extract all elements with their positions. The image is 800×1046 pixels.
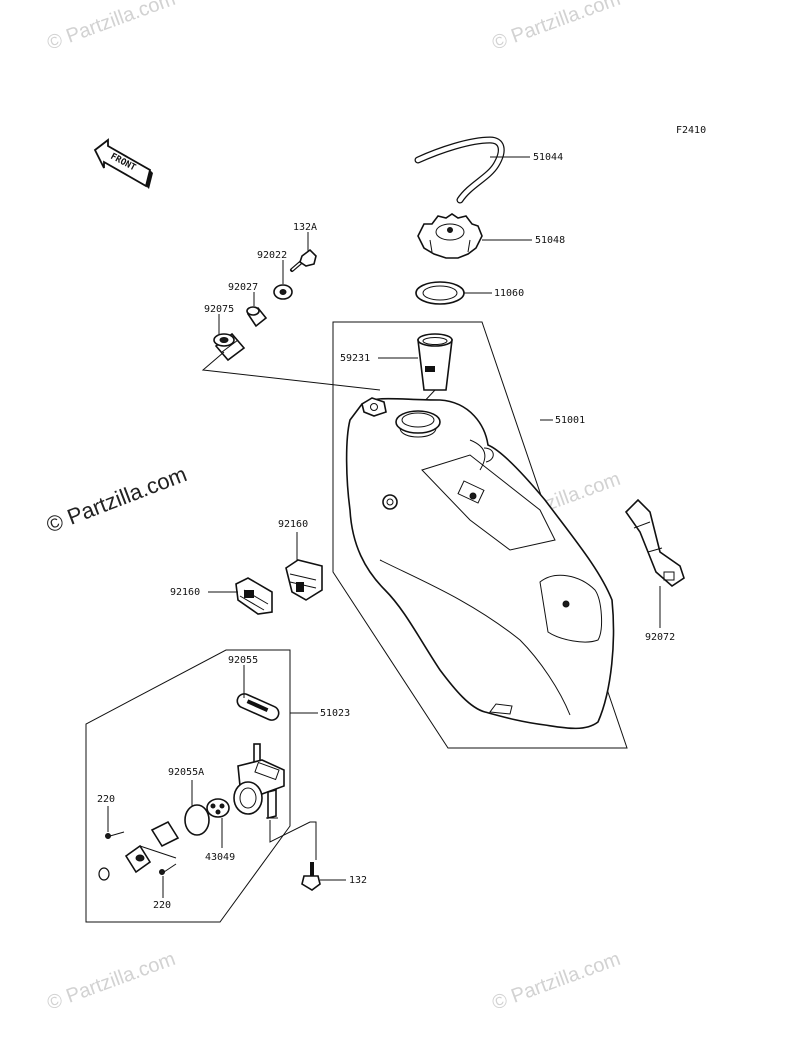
fuel-filter-59231	[417, 333, 453, 407]
breather-hose-51044	[414, 136, 505, 204]
tank-assembly-outline	[332, 321, 628, 749]
label-132A: 132A	[293, 222, 317, 233]
label-43049: 43049	[205, 852, 235, 863]
label-51044: 51044	[533, 152, 563, 163]
label-59231: 59231	[340, 353, 370, 364]
label-92072: 92072	[645, 632, 675, 643]
small-o-ring	[98, 867, 110, 881]
figure-code: F2410	[676, 125, 706, 136]
filter-43049	[206, 798, 230, 818]
label-51048: 51048	[535, 235, 565, 246]
label-11060: 11060	[494, 288, 524, 299]
watermark-bottom-left: © Partzilla.com	[44, 948, 178, 1015]
label-220-bottom: 220	[153, 900, 171, 911]
fuel-cock-assembly-outline	[85, 649, 291, 923]
label-92075: 92075	[204, 304, 234, 315]
fuel-cap-51048	[417, 213, 483, 259]
label-132: 132	[349, 875, 367, 886]
bracket-plate	[124, 820, 180, 874]
bolt-132	[301, 862, 321, 891]
label-51023: 51023	[320, 708, 350, 719]
screw-220-lower	[159, 863, 177, 875]
washer-92022	[273, 284, 293, 300]
damper-92160-right	[285, 559, 323, 601]
damper-92160-left	[235, 577, 273, 615]
label-51001: 51001	[555, 415, 585, 426]
bolt-132A	[290, 248, 317, 272]
fuel-cock-body	[233, 743, 285, 820]
label-92160-left: 92160	[170, 587, 200, 598]
label-92022: 92022	[257, 250, 287, 261]
watermark-main: © Partzilla.com	[43, 461, 190, 537]
label-92027: 92027	[228, 282, 258, 293]
watermark-bottom-right: © Partzilla.com	[489, 948, 623, 1015]
watermark-top-left: © Partzilla.com	[44, 0, 178, 55]
fuel-tank-51001	[345, 397, 615, 730]
label-92055A: 92055A	[168, 767, 204, 778]
gasket-92055	[236, 693, 280, 721]
bolt-132-leader-path	[269, 820, 317, 860]
gasket-11060	[415, 281, 465, 305]
label-220-top: 220	[97, 794, 115, 805]
collar-92027	[246, 306, 268, 328]
watermark-top-right: © Partzilla.com	[489, 0, 623, 55]
front-arrow-icon: FRONT	[93, 138, 153, 189]
screw-220-upper	[105, 831, 125, 839]
tank-strap-92072	[624, 498, 685, 588]
grommet-leader	[201, 351, 381, 391]
label-92055: 92055	[228, 655, 258, 666]
o-ring-92055A	[184, 804, 210, 836]
label-92160-top: 92160	[278, 519, 308, 530]
